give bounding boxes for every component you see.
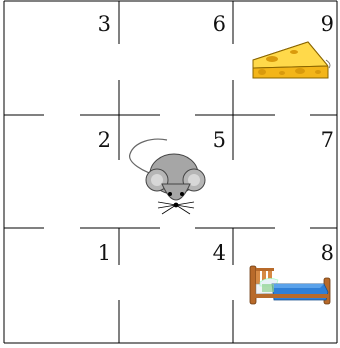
cell-number-5: 5 — [196, 130, 226, 151]
cell-number-8: 8 — [304, 243, 334, 264]
bed-icon — [250, 266, 330, 304]
cell-number-7: 7 — [304, 130, 334, 151]
mouse-icon — [130, 139, 205, 214]
cell-number-6: 6 — [196, 14, 226, 35]
cheese-icon — [253, 42, 330, 78]
cell-number-1: 1 — [81, 243, 111, 264]
cell-number-4: 4 — [196, 243, 226, 264]
cell-number-3: 3 — [81, 14, 111, 35]
cell-number-9: 9 — [304, 14, 334, 35]
cell-number-2: 2 — [81, 130, 111, 151]
